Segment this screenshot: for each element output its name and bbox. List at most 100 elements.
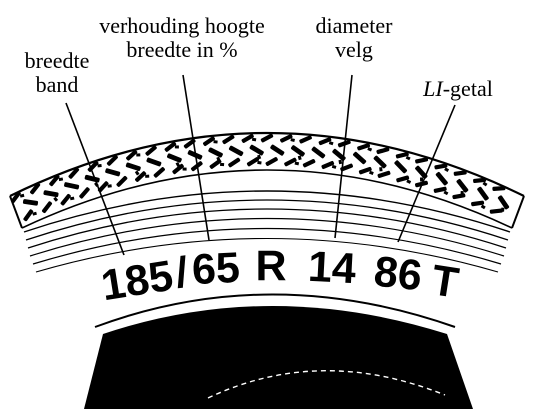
- sidewall-rib: [32, 227, 502, 265]
- tread-block: [79, 187, 90, 199]
- tread-notch: [406, 179, 412, 184]
- tread-block: [97, 181, 109, 193]
- tread-block: [241, 133, 254, 143]
- tread-notch: [444, 167, 450, 173]
- tread-block: [126, 149, 138, 161]
- tread-block: [209, 159, 222, 169]
- tread-notch: [32, 211, 37, 216]
- tread-notch: [19, 193, 25, 198]
- label-load-index-rest: -getal: [442, 76, 493, 101]
- tread-notch: [257, 160, 262, 165]
- tread-notch: [58, 177, 64, 182]
- tread-block: [299, 135, 312, 144]
- tread-notch: [379, 167, 383, 172]
- tread-block: [394, 160, 408, 174]
- tread-block: [435, 172, 448, 186]
- label-diameter: diameter velg: [304, 14, 404, 62]
- tread-block: [84, 174, 100, 183]
- sidewall-rib: [23, 190, 511, 233]
- tread-block: [357, 143, 371, 151]
- tread-block: [246, 157, 260, 167]
- tread-pattern: [10, 133, 510, 222]
- tread-block: [290, 145, 305, 157]
- tread-block: [497, 195, 510, 210]
- tread-notch: [294, 161, 300, 166]
- tread-block: [302, 159, 316, 168]
- tread-block: [203, 136, 215, 147]
- label-diameter-line1: diameter: [315, 13, 393, 38]
- tread-block: [23, 209, 34, 222]
- code-construction: R: [255, 242, 286, 290]
- sidewall-rib: [25, 199, 509, 241]
- tread-block: [452, 193, 466, 200]
- tread-notch: [174, 145, 179, 149]
- tread-block: [22, 199, 39, 206]
- tread-notch: [338, 159, 343, 165]
- tread-left-cut: [9, 195, 23, 229]
- tread-block: [489, 208, 503, 214]
- leader-lines: [65, 74, 456, 256]
- label-width-line2: band: [35, 72, 79, 97]
- tread-block: [318, 137, 332, 146]
- tread-block: [456, 179, 469, 193]
- tread-notch: [182, 167, 187, 171]
- tread-notch: [331, 164, 337, 169]
- tread-block: [60, 193, 71, 206]
- tread-block: [125, 162, 141, 172]
- tread-block: [453, 170, 467, 176]
- tread-block: [376, 147, 390, 155]
- sidewall-rib: [35, 237, 499, 273]
- tread-notch: [368, 170, 374, 175]
- tread-block: [30, 182, 41, 195]
- sidewall-rib: [27, 208, 507, 249]
- tread-outer-edge: [9, 131, 525, 197]
- tread-notch: [134, 170, 140, 176]
- tread-block: [10, 191, 21, 204]
- tread-block: [49, 174, 60, 187]
- tread-block: [41, 201, 53, 214]
- tread-block: [340, 163, 353, 172]
- leader-width: [65, 102, 125, 256]
- label-width-line1: breedte: [24, 48, 90, 73]
- tread-block: [396, 175, 410, 183]
- tread-block: [228, 145, 244, 157]
- tread-block: [415, 157, 429, 164]
- tread-notch: [251, 137, 257, 142]
- tread-notch: [297, 155, 302, 161]
- tread-block: [43, 190, 59, 198]
- tread-notch: [213, 140, 218, 144]
- leader-diameter: [334, 74, 353, 239]
- tread-block: [164, 141, 177, 152]
- tread-block: [353, 151, 367, 165]
- tread-block: [321, 160, 335, 170]
- tread-block: [106, 154, 118, 166]
- tread-notch: [136, 153, 141, 157]
- tread-block: [265, 157, 278, 166]
- tread-block: [228, 157, 241, 168]
- rim-dashed-line: [207, 370, 446, 399]
- tread-block: [280, 134, 293, 143]
- tread-notch: [443, 190, 449, 196]
- label-load-index-italic: LI: [423, 76, 443, 101]
- rim-wheel: [84, 306, 473, 409]
- tread-notch: [419, 177, 424, 182]
- tread-block: [434, 163, 448, 170]
- tread-block: [260, 133, 274, 143]
- tread-block: [492, 186, 506, 191]
- tread-notch: [405, 155, 411, 161]
- tread-notch: [290, 138, 296, 142]
- tread-notch: [69, 196, 75, 201]
- tread-notch: [97, 164, 102, 168]
- label-diameter-line2: velg: [335, 37, 373, 62]
- tread-block: [332, 148, 346, 161]
- tread-block: [172, 163, 184, 175]
- tread-block: [358, 166, 372, 175]
- label-ratio-line1: verhouding hoogte: [99, 13, 265, 38]
- tread-block: [146, 157, 162, 167]
- label-ratio: verhouding hoogte breedte in %: [82, 14, 282, 62]
- tread-block: [395, 151, 409, 159]
- tread-block: [415, 165, 428, 179]
- tread-block: [145, 145, 157, 156]
- label-load-index: LI-getal: [408, 77, 508, 101]
